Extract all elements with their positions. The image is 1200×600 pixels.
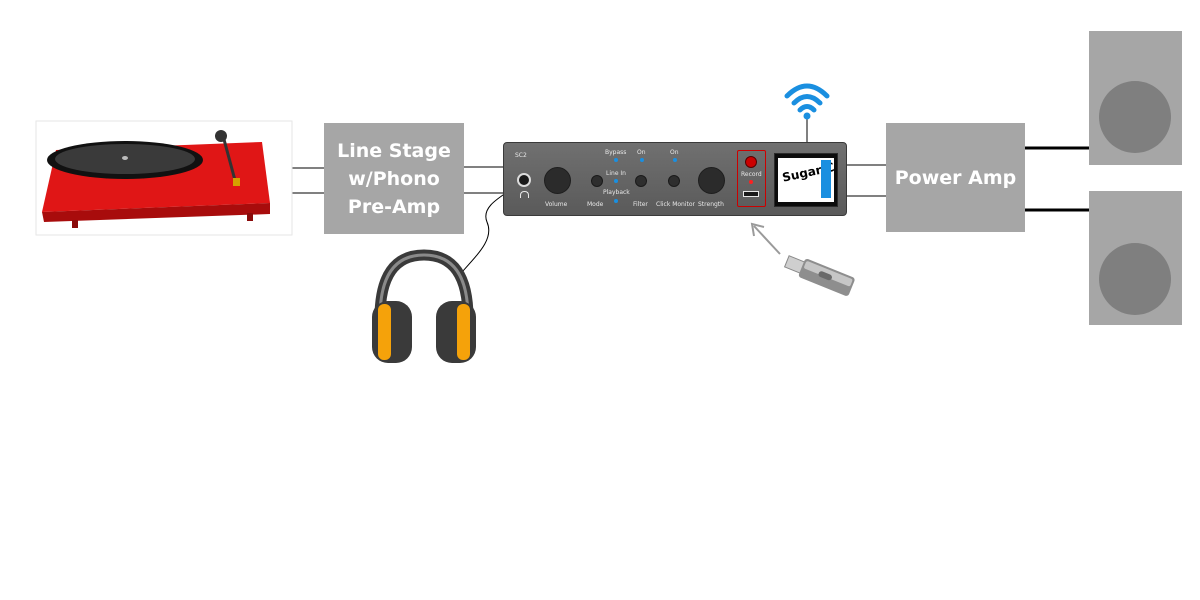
- record-button[interactable]: [745, 156, 757, 168]
- turntable-image: [35, 120, 293, 236]
- line-in-led: [614, 179, 618, 183]
- model-label: SC2: [515, 152, 527, 159]
- sugarcube-front-panel: SC2 Volume Mode Bypass Line In Playback …: [503, 142, 847, 216]
- playback-led: [614, 199, 618, 203]
- headphone-jack-icon: [520, 191, 529, 198]
- usb-arrow: [753, 225, 781, 255]
- speaker-bottom: [1089, 191, 1182, 325]
- record-label: Record: [741, 171, 762, 178]
- click-monitor-button[interactable]: [668, 175, 680, 187]
- line-in-label: Line In: [606, 170, 626, 177]
- click-monitor-label: Click Monitor: [656, 201, 696, 208]
- volume-knob[interactable]: [544, 167, 571, 194]
- display-screen: Sugar Cube: [774, 153, 838, 207]
- bypass-label: Bypass: [605, 149, 627, 156]
- volume-label: Volume: [545, 201, 568, 208]
- record-section: Record: [737, 150, 766, 207]
- line-stage-label: Line Stage w/Phono Pre-Amp: [337, 139, 451, 218]
- filter-on-led: [640, 158, 644, 162]
- filter-button[interactable]: [635, 175, 647, 187]
- filter-label: Filter: [633, 201, 648, 208]
- speaker-top: [1089, 31, 1182, 165]
- filter-on-label: On: [637, 149, 646, 156]
- power-amp-block: Power Amp: [886, 123, 1025, 232]
- bypass-led: [614, 158, 618, 162]
- strength-knob[interactable]: [698, 167, 725, 194]
- wifi-icon: [784, 83, 830, 120]
- record-led: [749, 180, 753, 184]
- sugarcube-logo: Sugar Cube: [778, 158, 834, 202]
- playback-label: Playback: [603, 189, 630, 196]
- mode-button[interactable]: [591, 175, 603, 187]
- mode-label: Mode: [587, 201, 604, 208]
- usb-port[interactable]: [743, 191, 759, 197]
- headphones-image: [372, 249, 476, 363]
- strength-label: Strength: [698, 201, 724, 208]
- line-stage-block: Line Stage w/Phono Pre-Amp: [324, 123, 464, 234]
- headphone-jack[interactable]: [517, 173, 531, 187]
- power-amp-label: Power Amp: [894, 166, 1017, 189]
- click-monitor-on-label: On: [670, 149, 679, 156]
- click-monitor-on-led: [673, 158, 677, 162]
- usb-stick-image: [783, 255, 855, 296]
